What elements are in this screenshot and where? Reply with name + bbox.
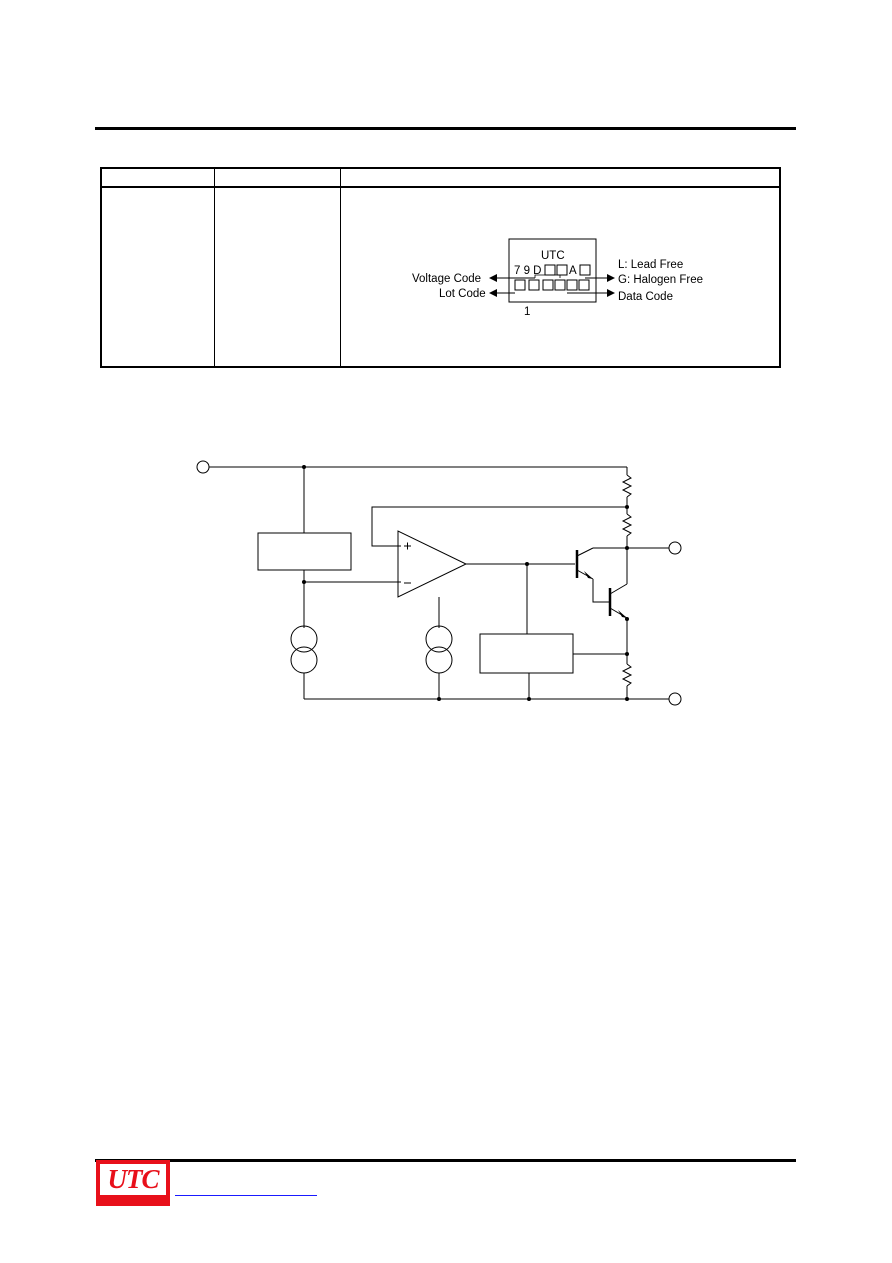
junction-dot <box>527 697 531 701</box>
code-box <box>579 264 591 276</box>
marking-line1: 7 9 D <box>514 265 542 277</box>
table-column-divider <box>214 169 215 366</box>
output-terminal <box>668 541 682 555</box>
feedback-wire <box>371 506 627 547</box>
footer-rule <box>95 1159 796 1162</box>
wire <box>592 579 609 603</box>
table-column-divider <box>340 169 341 366</box>
resistor-top <box>621 474 633 498</box>
lot-code-label: Lot Code <box>439 288 486 300</box>
bracket <box>534 274 561 278</box>
marking-title: UTC <box>541 250 565 262</box>
input-terminal <box>196 460 210 474</box>
marking-diagram: UTC 7 9 D A Voltage Code Lot Code L: Lea… <box>412 238 703 318</box>
ground-terminal <box>668 692 682 706</box>
code-box <box>544 264 556 276</box>
lot-box <box>528 279 540 291</box>
website-link[interactable] <box>175 1195 317 1196</box>
reference-block <box>257 532 352 571</box>
marking-table <box>100 167 781 368</box>
utc-logo: UTC <box>96 1160 170 1206</box>
lot-box <box>554 279 566 291</box>
marking-line1-suffix: A <box>569 265 577 277</box>
logo-text: UTC <box>107 1164 160 1194</box>
transistor-2-arrow <box>618 610 627 618</box>
lot-box <box>514 279 526 291</box>
data-code-label: Data Code <box>618 291 673 303</box>
table-header-rule <box>102 186 779 188</box>
junction-dot <box>625 652 629 656</box>
current-source-1 <box>290 625 318 653</box>
utc-logo: UTC <box>100 1164 166 1195</box>
protection-block <box>479 633 574 674</box>
lot-box <box>566 279 578 291</box>
resistor-bottom <box>621 663 633 687</box>
transistor-1-arrow <box>584 571 593 579</box>
current-source-1 <box>290 646 318 674</box>
block-diagram <box>196 460 682 706</box>
pin1-label: 1 <box>524 306 530 318</box>
junction-dot <box>437 697 441 701</box>
junction-dot <box>625 505 629 509</box>
current-source-2 <box>425 625 453 653</box>
halogen-free-label: G: Halogen Free <box>618 274 703 286</box>
junction-dot <box>625 697 629 701</box>
resistor-mid <box>621 513 633 537</box>
junction-dot <box>625 546 629 550</box>
junction-dot <box>625 617 629 621</box>
header-rule <box>95 127 796 130</box>
wire <box>609 583 628 595</box>
package-outline <box>508 238 597 303</box>
lot-box <box>578 279 590 291</box>
code-box <box>556 264 568 276</box>
lot-box <box>542 279 554 291</box>
error-amplifier <box>397 530 468 598</box>
wire <box>576 547 594 557</box>
voltage-code-label: Voltage Code <box>412 273 481 285</box>
current-source-2 <box>425 646 453 674</box>
junction-dot <box>525 562 529 566</box>
junction-dot <box>302 580 306 584</box>
junction-dot <box>302 465 306 469</box>
lead-free-label: L: Lead Free <box>618 259 683 271</box>
